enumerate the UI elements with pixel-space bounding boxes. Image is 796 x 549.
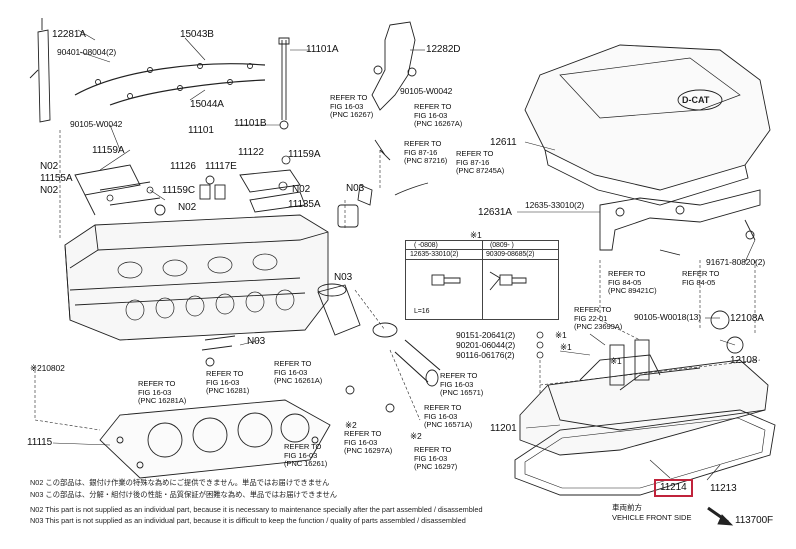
- marker: ※2: [410, 431, 422, 441]
- vehicle-front-jp: 車両前方: [612, 503, 642, 512]
- part-label[interactable]: 12108A: [730, 313, 764, 324]
- part-label[interactable]: 90201-06044(2): [456, 340, 516, 350]
- part-label[interactable]: N02: [292, 184, 311, 195]
- footnote-en-n03: N03 This part is not supplied as an indi…: [30, 516, 466, 525]
- vehicle-front-en: VEHICLE FRONT SIDE: [612, 513, 692, 522]
- part-label[interactable]: 90105-W0042: [70, 119, 123, 129]
- marker: ※1: [555, 330, 567, 340]
- part-label[interactable]: 11122: [238, 147, 264, 158]
- footnote-jp-n03: N03 この部品は、分解・組付け後の性能・品質保証が困難な為め、単品ではお届けで…: [30, 490, 338, 499]
- selected-part-highlight: [654, 479, 693, 497]
- legend-col2: (0809- ): [490, 242, 514, 249]
- part-label[interactable]: 90151-20641(2): [456, 330, 516, 340]
- part-label[interactable]: N02: [40, 185, 59, 196]
- variant-legend-box: ( -0808) (0809- ) 12635-33010(2) 90309-0…: [405, 240, 559, 320]
- marker: ※1: [560, 342, 572, 352]
- part-label[interactable]: 12631A: [478, 207, 512, 218]
- legend-marker: ※1: [470, 230, 482, 240]
- head-gasket-drawing: [99, 399, 331, 479]
- part-label[interactable]: 12635-33010(2): [525, 200, 585, 210]
- cylinder-head-drawing: [64, 164, 329, 341]
- marker: ※2: [345, 420, 357, 430]
- part-label[interactable]: 90105-W0018(13): [634, 312, 702, 322]
- part-label[interactable]: 12282D: [426, 44, 461, 55]
- part-label[interactable]: 11159C: [162, 185, 195, 196]
- part-label[interactable]: 11135A: [288, 199, 321, 210]
- part-label[interactable]: N03: [247, 336, 266, 347]
- part-label[interactable]: 15044A: [190, 99, 224, 110]
- part-label[interactable]: 11101B: [234, 118, 267, 129]
- part-label[interactable]: 12108: [730, 355, 758, 366]
- footnote-jp-n02: N02 この部品は、銀付け作業の特殊な為めにご提供できません。単品ではお届けでき…: [30, 478, 330, 487]
- marker: ※210802: [30, 363, 65, 373]
- part-label[interactable]: 15043B: [180, 29, 214, 40]
- part-label[interactable]: 11126: [170, 161, 196, 172]
- part-label[interactable]: N03: [334, 272, 353, 283]
- part-label[interactable]: 11155A: [40, 173, 73, 184]
- part-label[interactable]: 11213: [710, 483, 737, 494]
- part-label[interactable]: 11117E: [205, 161, 237, 172]
- marker: ※1: [610, 356, 622, 366]
- part-label[interactable]: N02: [40, 161, 59, 172]
- part-label[interactable]: 91671-80820(2): [706, 257, 766, 267]
- legend-size: L=16: [414, 308, 430, 315]
- part-label[interactable]: 11101: [188, 125, 214, 136]
- part-label[interactable]: 11101A: [306, 44, 339, 55]
- engine-cover-drawing: D-CAT: [524, 44, 771, 206]
- part-label[interactable]: N02: [178, 202, 197, 213]
- legend-col1: ( -0808): [414, 242, 438, 249]
- part-label[interactable]: 11159A: [92, 145, 125, 156]
- part-label[interactable]: 90105-W0042: [400, 86, 453, 96]
- diagram-id: 113700F: [735, 515, 774, 526]
- part-label[interactable]: 90401-08004(2): [57, 47, 117, 57]
- svg-text:D-CAT: D-CAT: [682, 95, 710, 105]
- footnote-en-n02: N02 This part is not supplied as an indi…: [30, 505, 483, 514]
- part-label[interactable]: 12611: [490, 137, 517, 148]
- part-label[interactable]: 11115: [27, 437, 53, 448]
- part-label-highlighted[interactable]: 11214: [660, 482, 687, 493]
- part-label[interactable]: 11201: [490, 423, 517, 434]
- legend-part2: 90309-08685(2): [486, 251, 535, 258]
- part-label[interactable]: N03: [346, 183, 365, 194]
- part-label[interactable]: 11159A: [288, 149, 321, 160]
- legend-part1: 12635-33010(2): [410, 251, 459, 258]
- part-label[interactable]: 90116-06176(2): [456, 350, 515, 360]
- part-label[interactable]: 12281A: [52, 29, 86, 40]
